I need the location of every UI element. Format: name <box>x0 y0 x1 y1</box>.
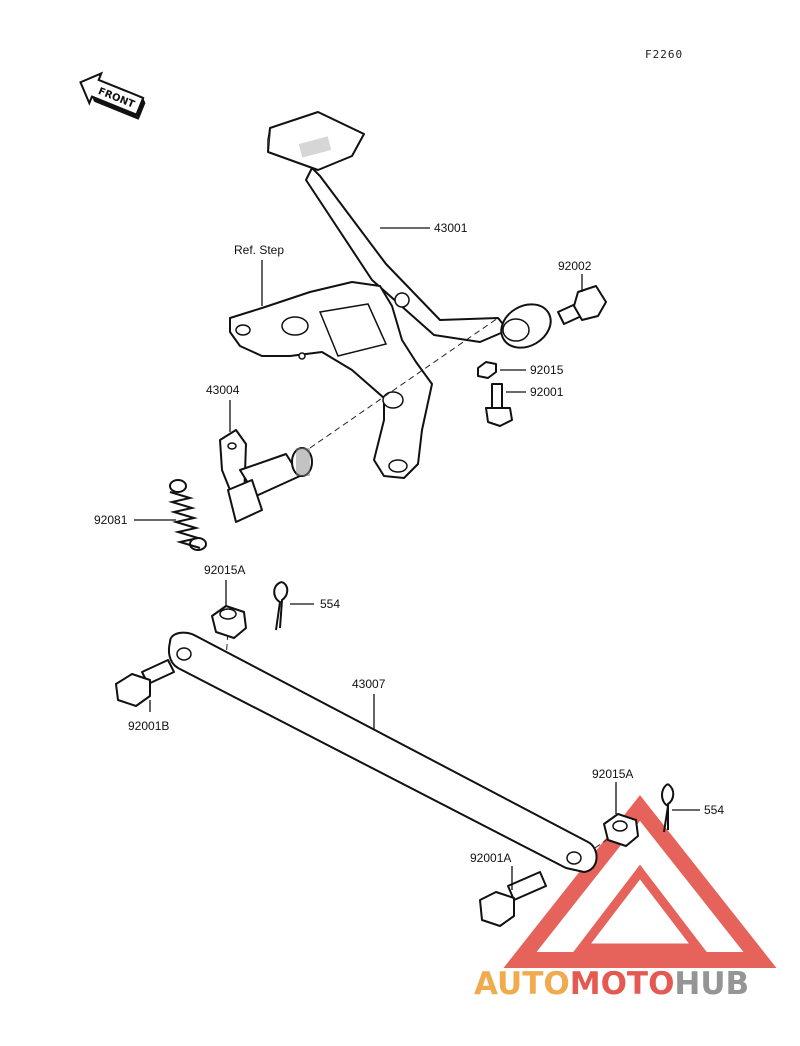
collar-92015a-bottom <box>603 813 639 847</box>
label-92001: 92001 <box>530 385 564 399</box>
cotter-pin-554-bottom <box>661 783 675 833</box>
return-spring-92081 <box>168 479 207 551</box>
nut-92015 <box>477 361 497 379</box>
label-554-bottom: 554 <box>704 803 724 817</box>
label-92081: 92081 <box>94 513 128 527</box>
bolt-92001 <box>485 383 513 427</box>
leader-lines <box>134 227 700 890</box>
watermark-moto: MOTO <box>570 966 675 1002</box>
watermark-hub: HUB <box>674 966 749 1002</box>
label-554-top: 554 <box>320 597 340 611</box>
watermark-auto: AUTO <box>474 966 570 1002</box>
label-92015a-bottom: 92015A <box>592 767 633 781</box>
pivot-shaft-43004 <box>219 429 313 523</box>
watermark-text: AUTOMOTOHUB <box>474 966 749 1002</box>
cotter-pin-554-top <box>273 581 289 631</box>
brake-pedal-43001 <box>267 111 552 349</box>
front-arrow-icon: FRONT <box>79 71 146 120</box>
label-92001a: 92001A <box>470 851 511 865</box>
label-ref-step: Ref. Step <box>234 243 284 257</box>
figure-code: F2260 <box>645 48 683 61</box>
label-43007: 43007 <box>352 677 386 691</box>
label-43001: 43001 <box>434 221 468 235</box>
label-92015: 92015 <box>530 363 564 377</box>
label-92002: 92002 <box>558 259 592 273</box>
bolt-92001b <box>115 659 175 707</box>
label-92015a-top: 92015A <box>204 563 245 577</box>
watermark-logo <box>503 795 777 968</box>
bolt-92002 <box>557 285 607 325</box>
step-bracket <box>229 281 433 479</box>
label-92001b: 92001B <box>128 719 169 733</box>
bolt-92001a <box>479 871 547 927</box>
label-43004: 43004 <box>206 383 240 397</box>
collar-92015a-top <box>211 605 247 639</box>
tie-rod-43007 <box>168 631 598 873</box>
